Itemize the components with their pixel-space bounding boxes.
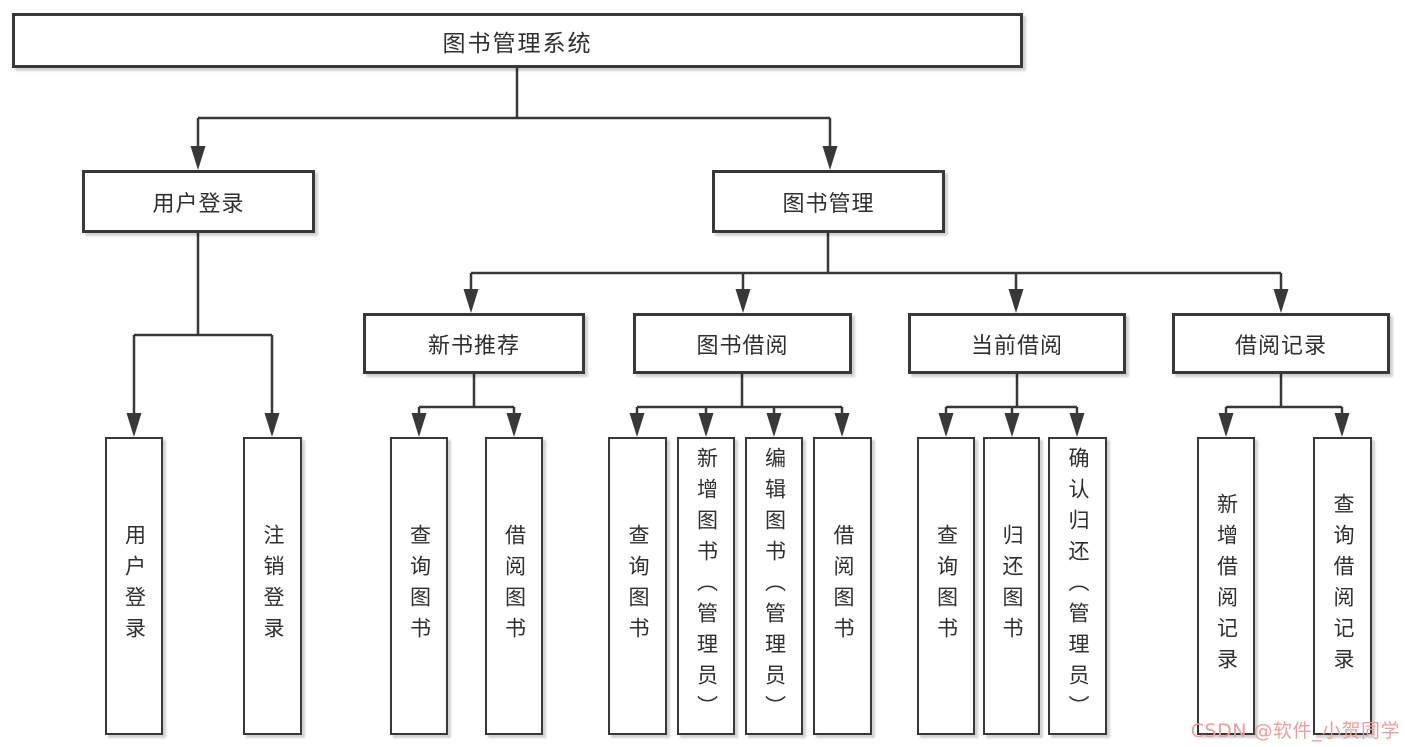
leaf-borrow-books-label: 借阅图书 xyxy=(831,524,855,648)
arrowheads-book-borrow xyxy=(629,413,850,437)
leaf-add-borrow-record: 新增借阅记录 xyxy=(1197,437,1255,735)
leaf-borrow-books-recommend-label: 借阅图书 xyxy=(502,524,527,648)
node-current-borrow-label: 当前借阅 xyxy=(970,333,1063,359)
node-new-book-recommend: 新书推荐 xyxy=(363,313,585,374)
leaf-query-books-current-label: 查询图书 xyxy=(934,524,959,648)
arrowheads-current-borrow xyxy=(938,413,1085,437)
connector-book-management-to-level3 xyxy=(463,233,1289,313)
connector-book-borrow-to-leaves xyxy=(629,374,850,437)
connector-root-to-level2 xyxy=(190,68,838,170)
leaf-query-books-current: 查询图书 xyxy=(917,437,975,735)
leaf-user-login-label: 用户登录 xyxy=(122,524,147,648)
leaf-query-books-recommend-label: 查询图书 xyxy=(407,524,432,648)
arrowheads-level3 xyxy=(463,289,1289,313)
node-current-borrow: 当前借阅 xyxy=(908,313,1126,374)
leaf-logout-label: 注销登录 xyxy=(261,524,285,648)
node-book-management-label: 图书管理 xyxy=(782,191,875,217)
leaf-borrow-books: 借阅图书 xyxy=(813,437,872,735)
connector-current-borrow-to-leaves xyxy=(938,374,1085,437)
node-borrow-records-label: 借阅记录 xyxy=(1234,333,1327,359)
leaf-query-books-recommend: 查询图书 xyxy=(390,437,448,735)
node-borrow-records: 借阅记录 xyxy=(1172,313,1390,374)
leaf-edit-book-admin-label: 编辑图书（管理员） xyxy=(762,446,787,726)
leaf-return-book: 归还图书 xyxy=(983,437,1040,735)
leaf-confirm-return-admin: 确认归还（管理员） xyxy=(1048,437,1107,735)
node-new-book-recommend-label: 新书推荐 xyxy=(427,333,520,359)
csdn-watermark: CSDN @软件_小贺同学 xyxy=(1190,720,1400,742)
leaf-add-borrow-record-label: 新增借阅记录 xyxy=(1214,493,1239,679)
leaf-query-books-borrow: 查询图书 xyxy=(608,437,667,735)
connector-new-book-to-leaves xyxy=(411,374,522,437)
arrowheads-level2 xyxy=(190,146,838,170)
node-user-login-label: 用户登录 xyxy=(152,191,245,217)
arrowheads-new-book xyxy=(411,413,522,437)
leaf-return-book-label: 归还图书 xyxy=(1000,524,1024,648)
leaf-query-borrow-record: 查询借阅记录 xyxy=(1313,437,1372,735)
leaf-add-book-admin-label: 新增图书（管理员） xyxy=(694,446,719,726)
arrowheads-borrow-records xyxy=(1218,413,1350,437)
leaf-logout: 注销登录 xyxy=(243,437,302,735)
leaf-user-login: 用户登录 xyxy=(105,437,163,735)
leaf-query-borrow-record-label: 查询借阅记录 xyxy=(1331,493,1355,679)
leaf-edit-book-admin: 编辑图书（管理员） xyxy=(745,437,803,735)
node-book-borrow: 图书借阅 xyxy=(633,313,852,374)
node-book-borrow-label: 图书借阅 xyxy=(696,333,789,359)
leaf-borrow-books-recommend: 借阅图书 xyxy=(485,437,543,735)
leaf-add-book-admin: 新增图书（管理员） xyxy=(677,437,735,735)
connector-borrow-records-to-leaves xyxy=(1218,374,1350,437)
leaf-confirm-return-admin-label: 确认归还（管理员） xyxy=(1066,446,1090,726)
leaf-query-books-borrow-label: 查询图书 xyxy=(626,524,650,648)
node-book-management: 图书管理 xyxy=(712,170,945,233)
arrowheads-user-login xyxy=(126,413,280,437)
node-root-system: 图书管理系统 xyxy=(12,13,1023,68)
node-root-system-label: 图书管理系统 xyxy=(442,30,593,57)
connector-user-login-to-leaves xyxy=(126,233,280,437)
node-user-login: 用户登录 xyxy=(82,170,315,233)
